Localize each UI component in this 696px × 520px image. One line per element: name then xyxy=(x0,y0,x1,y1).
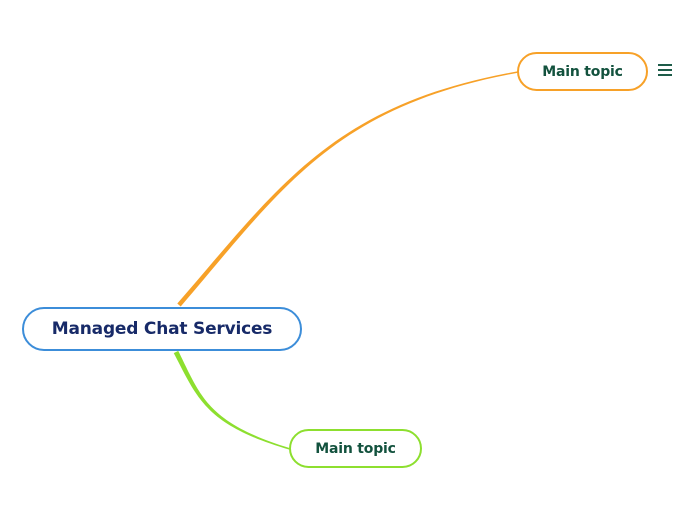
central-topic-node[interactable]: Managed Chat Services xyxy=(22,307,302,351)
menu-icon-line xyxy=(658,64,672,66)
connection-line xyxy=(173,350,291,450)
main-topic-node-bottom[interactable]: Main topic xyxy=(289,429,422,468)
main-topic-label: Main topic xyxy=(542,63,623,80)
hamburger-menu-icon[interactable] xyxy=(658,64,672,76)
menu-icon-line xyxy=(658,74,672,76)
central-topic-label: Managed Chat Services xyxy=(51,319,273,339)
main-topic-node-top-right[interactable]: Main topic xyxy=(517,52,648,91)
menu-icon-line xyxy=(658,69,672,71)
main-topic-label: Main topic xyxy=(315,440,396,457)
connection-line xyxy=(177,71,519,307)
